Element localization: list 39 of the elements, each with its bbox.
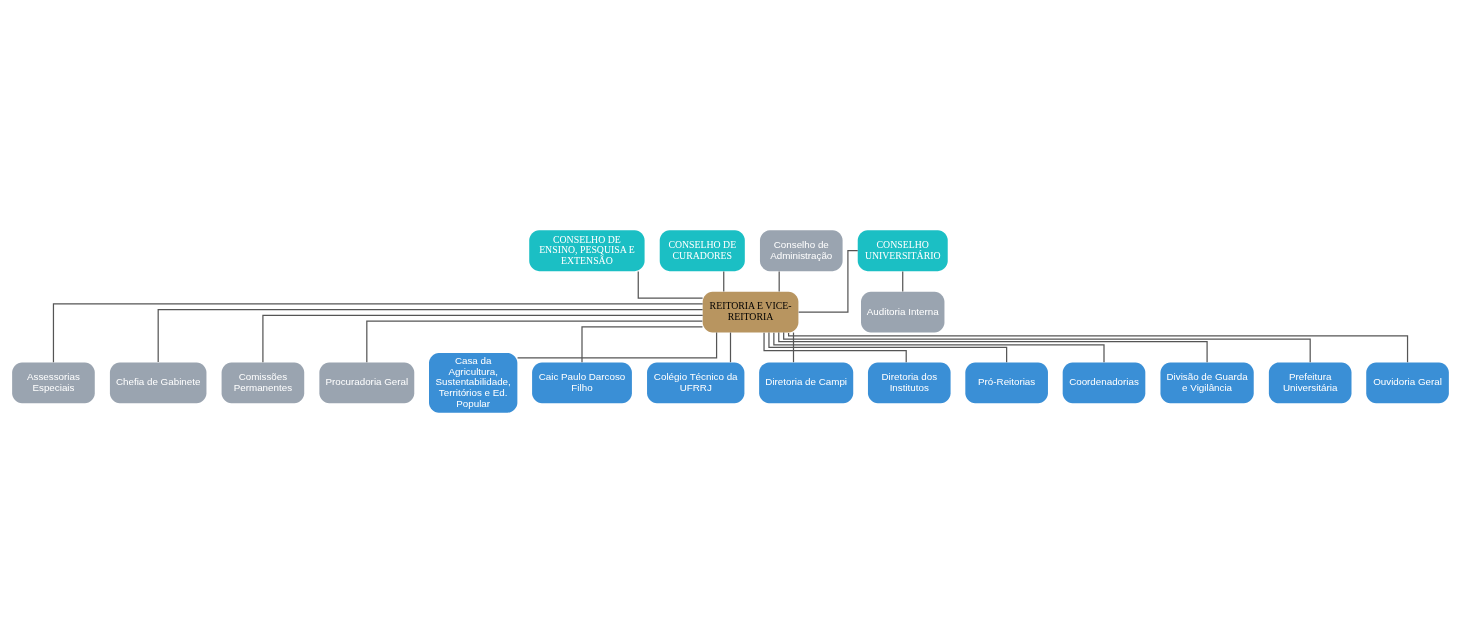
node-box: CONSELHO DE CURADORES — [659, 229, 745, 271]
connector — [637, 270, 704, 299]
node-box: CONSELHO DE ENSINO, PESQUISA E EXTENSÃO — [529, 229, 645, 271]
node-box: Divisão de Guarda e Vigilância — [1160, 361, 1254, 403]
node-box: Pró-Reitorias — [965, 361, 1048, 403]
connector — [902, 270, 904, 292]
connector — [581, 325, 704, 363]
connector — [763, 331, 907, 363]
node-box: Ouvidoria Geral — [1366, 361, 1449, 403]
node-box: CONSELHO UNIVERSITÁRIO — [857, 229, 948, 271]
connector — [157, 308, 704, 363]
node-box: Procuradoria Geral — [319, 361, 415, 403]
connector — [798, 249, 859, 313]
connector — [723, 270, 725, 292]
connector — [778, 331, 1208, 363]
node-box: Chefia de Gabinete — [109, 361, 207, 403]
node-box: Diretoria de Campi — [759, 361, 854, 403]
connector — [792, 331, 795, 363]
connector — [729, 331, 732, 363]
node-box: Diretoria dos Institutos — [867, 361, 951, 403]
node-box: Casa da Agricultura, Sustentabilidade, Territórios e Ed. Popular — [429, 352, 518, 413]
connector — [262, 314, 704, 363]
node-box: Colégio Técnico da UFRRJ — [647, 361, 745, 403]
node-box: Auditoria Interna — [861, 291, 945, 333]
node-box: Coordenadorias — [1062, 361, 1146, 403]
connector — [768, 331, 1008, 363]
node-box: REITORIA E VICE-REITORIA — [702, 291, 799, 333]
connector — [516, 331, 718, 359]
connector — [787, 331, 1409, 363]
connector — [366, 319, 703, 363]
connector — [52, 302, 704, 363]
connector — [773, 331, 1105, 363]
node-box: Comissões Permanentes — [221, 361, 305, 403]
node-box: Conselho de Administração — [759, 229, 843, 271]
node-box: Assessorias Especiais — [12, 361, 95, 403]
node-box: Prefeitura Universitária — [1268, 361, 1352, 403]
node-box: Caic Paulo Darcoso Filho — [532, 361, 632, 403]
connector — [778, 270, 780, 292]
connector — [783, 331, 1311, 363]
